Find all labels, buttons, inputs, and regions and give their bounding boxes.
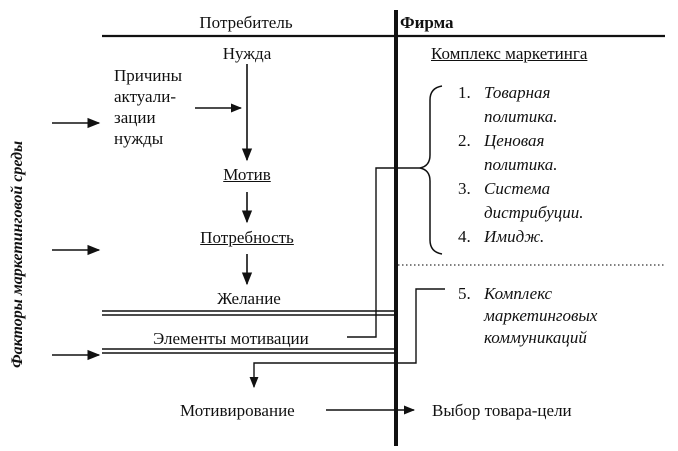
motive-label: Мотив — [223, 165, 271, 184]
list-item-cont: политика. — [484, 107, 558, 126]
desire-label: Желание — [217, 289, 281, 308]
choice-label: Выбор товара-цели — [432, 401, 572, 420]
list-item: 3.Система — [458, 179, 551, 198]
list-item: 1.Товарная — [458, 83, 551, 102]
marketing-items-list: 1.Товарная политика. 2.Ценовая политика.… — [458, 81, 584, 249]
marketing-complex-title: Комплекс маркетинга — [431, 44, 588, 63]
list-item-cont: маркетинговых — [484, 306, 598, 325]
connector-item5-motivating — [249, 288, 445, 389]
firm-heading: Фирма — [400, 13, 454, 32]
reasons-line: зации — [114, 108, 156, 127]
reasons-line: актуали- — [114, 87, 176, 106]
list-item: 5.Комплекс — [458, 284, 553, 303]
consumer-heading: Потребитель — [199, 13, 293, 32]
list-item-cont: коммуникаций — [484, 328, 587, 347]
reasons-line: нужды — [114, 129, 164, 148]
marketing-brace — [419, 85, 443, 255]
requirement-label: Потребность — [200, 228, 294, 247]
list-item: 2.Ценовая — [458, 131, 545, 150]
reasons-block: Причины актуали- зации нужды — [114, 65, 182, 149]
list-item-cont: дистрибуции. — [484, 203, 584, 222]
list-item: 4.Имидж. — [458, 227, 545, 246]
list-item-cont: политика. — [484, 155, 558, 174]
connector-brace-motivation — [347, 167, 420, 338]
motivation-elements-label: Элементы мотивации — [153, 329, 309, 348]
environment-factors-label: Факторы маркетинговой среды — [9, 140, 26, 368]
motivating-label: Мотивирование — [180, 401, 295, 420]
communications-item: 5.Комплекс маркетинговых коммуникаций — [458, 283, 597, 349]
reasons-line: Причины — [114, 66, 183, 85]
need-label: Нужда — [222, 44, 272, 63]
